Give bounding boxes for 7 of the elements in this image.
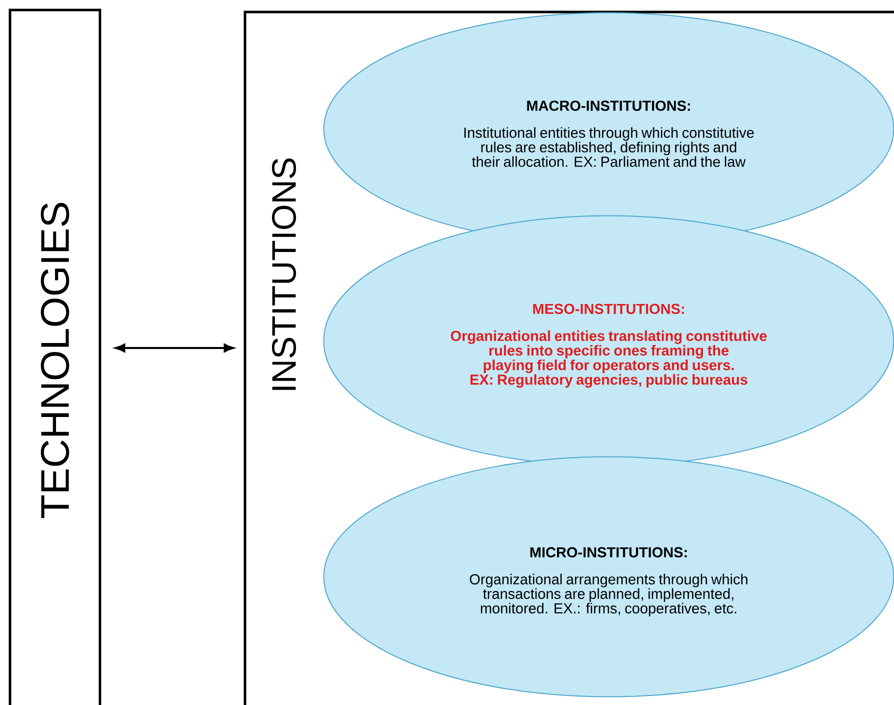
node-label: Organizational entities translating constitutive rules into specific ones framing the playing field for operators and users. EX: Regulatory agencies, public bureaus: [450, 330, 767, 388]
arrow: [115, 344, 234, 352]
node-label: MESO-INSTITUTIONS:: [533, 304, 684, 314]
panel-title: TECHNOLOGIES: [40, 202, 70, 518]
panel: [8, 8, 102, 705]
panel: [244, 10, 894, 705]
panel-title: INSTITUTIONS: [272, 158, 296, 390]
